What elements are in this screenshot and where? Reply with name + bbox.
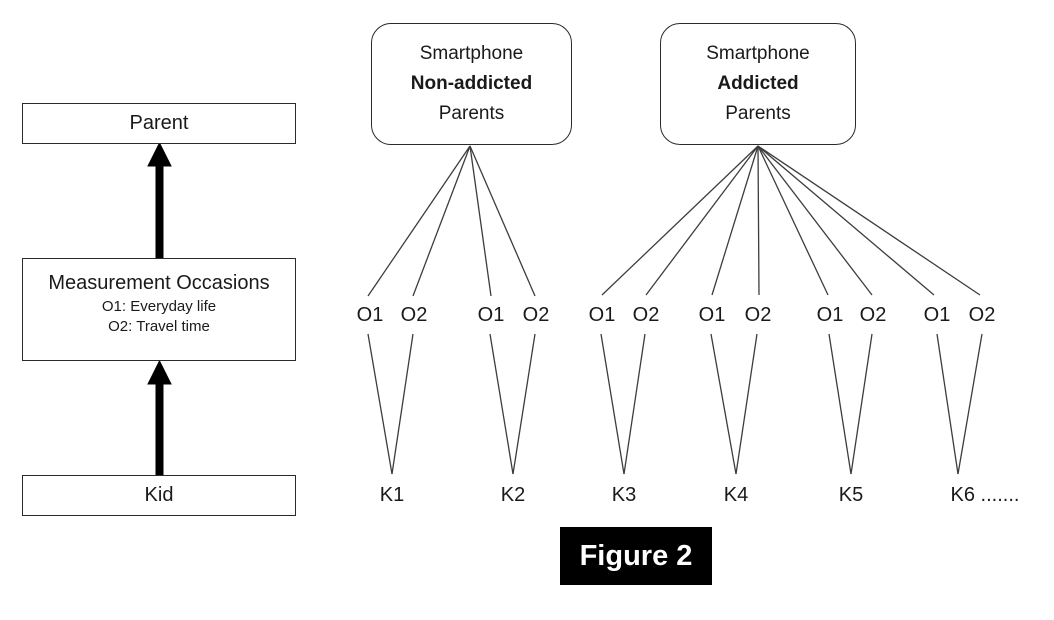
occasion-label-o1-pair5: O1 — [816, 304, 844, 326]
measurement-occasions-title: Measurement Occasions — [48, 272, 270, 294]
occasion-label-o1-pair6: O1 — [923, 304, 951, 326]
occasion-2-definition: O2: Travel time — [108, 318, 210, 335]
occasion-label-o2-pair5: O2 — [859, 304, 887, 326]
occasion-label-o2-pair6: O2 — [968, 304, 996, 326]
occasion-label-o1-pair1: O1 — [356, 304, 384, 326]
kid-box: Kid — [22, 475, 296, 516]
kid-label-k2: K2 — [500, 484, 526, 506]
kid-label-k5: K5 — [838, 484, 864, 506]
occasion-label-o2-pair4: O2 — [744, 304, 772, 326]
addicted-line2: Addicted — [717, 73, 799, 94]
addicted-line1: Smartphone — [706, 43, 810, 64]
nonaddicted-line2: Non-addicted — [410, 73, 533, 94]
parent-box-label: Parent — [129, 112, 189, 134]
occasion-label-o1-pair3: O1 — [588, 304, 616, 326]
occasion-label-o2-pair1: O2 — [400, 304, 428, 326]
kid-label-k4: K4 — [723, 484, 749, 506]
kid-box-label: Kid — [144, 484, 174, 506]
nonaddicted-line3: Parents — [438, 103, 505, 124]
figure-caption: Figure 2 — [560, 527, 712, 585]
addicted-parents-box: Smartphone Addicted Parents — [660, 23, 856, 145]
v-connectors-occasions-to-kids — [367, 333, 983, 475]
kid-label-k6: K6 ....... — [950, 484, 1020, 506]
arrow-kid-to-measurement — [147, 359, 172, 475]
occasion-1-definition: O1: Everyday life — [101, 298, 217, 315]
measurement-occasions-box: Measurement Occasions O1: Everyday life … — [22, 258, 296, 361]
arrow-measurement-to-parent — [147, 141, 172, 258]
kid-label-k3: K3 — [611, 484, 637, 506]
occasion-label-o2-pair3: O2 — [632, 304, 660, 326]
parent-box: Parent — [22, 103, 296, 144]
occasion-label-o2-pair2: O2 — [522, 304, 550, 326]
nonaddicted-parents-box: Smartphone Non-addicted Parents — [371, 23, 572, 145]
fan-nonaddicted — [367, 145, 536, 297]
nonaddicted-line1: Smartphone — [419, 43, 524, 64]
occasion-label-o1-pair4: O1 — [698, 304, 726, 326]
kid-label-k1: K1 — [379, 484, 405, 506]
addicted-line3: Parents — [725, 103, 791, 124]
occasion-label-o1-pair2: O1 — [477, 304, 505, 326]
fan-addicted — [601, 145, 981, 296]
